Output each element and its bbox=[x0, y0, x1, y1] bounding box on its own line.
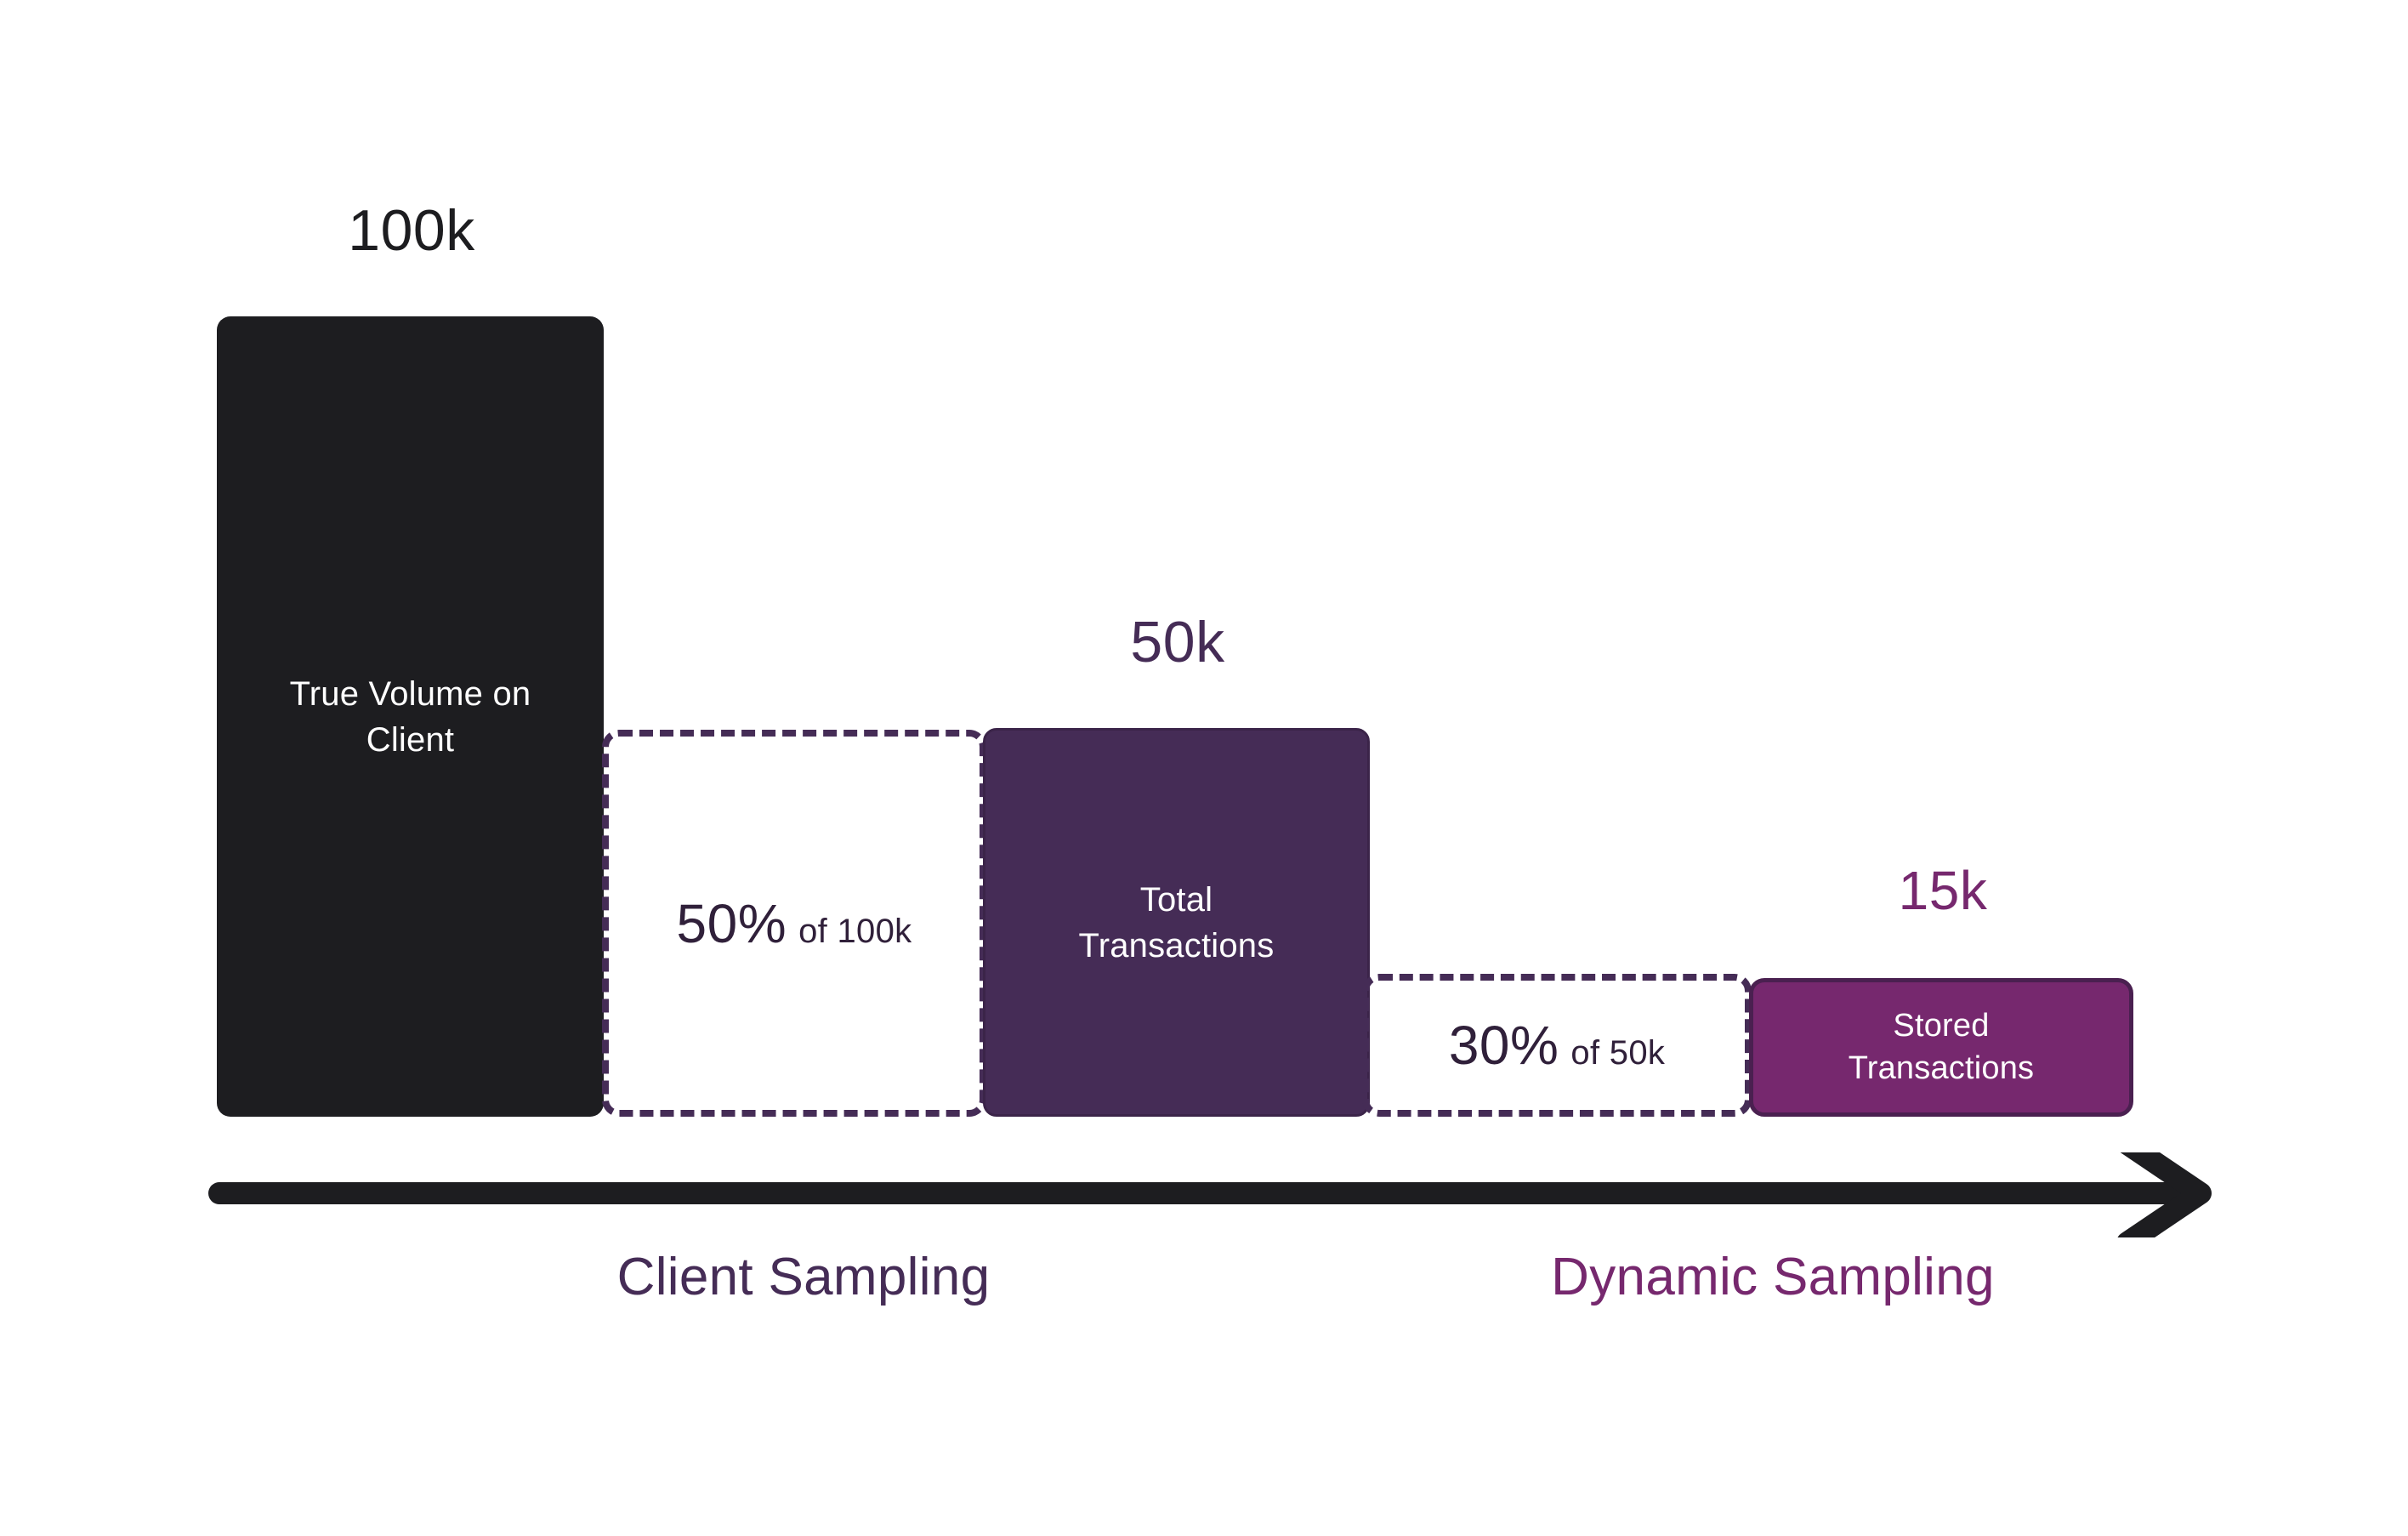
bar-stored-transactions: Stored Transactions bbox=[1749, 978, 2133, 1117]
sampling-rate-dynamic: 30% of 50k bbox=[1449, 1014, 1665, 1077]
value-caption-stored-transactions: 15k bbox=[1898, 860, 1988, 921]
bar-true-volume-on-client: True Volume on Client bbox=[217, 316, 604, 1117]
dashed-region-client-sampling: 50% of 100k bbox=[602, 730, 986, 1117]
sampling-rate-basis-dynamic: of 50k bbox=[1570, 1034, 1666, 1072]
sampling-rate-percent-client: 50% bbox=[676, 892, 787, 954]
sampling-rate-percent-dynamic: 30% bbox=[1448, 1015, 1559, 1076]
phase-label-dynamic-sampling: Dynamic Sampling bbox=[1551, 1248, 1995, 1306]
phase-label-client-sampling: Client Sampling bbox=[616, 1248, 991, 1306]
arrow-right-icon bbox=[208, 1152, 2212, 1237]
value-caption-total-transactions: 50k bbox=[1130, 610, 1225, 674]
bar-label-total-transactions: Total Transactions bbox=[1078, 880, 1275, 964]
bar-label-stored-transactions: Stored Transactions bbox=[1848, 1008, 2035, 1086]
bar-label-true-volume-on-client: True Volume on Client bbox=[289, 674, 531, 759]
value-caption-true-volume: 100k bbox=[348, 198, 475, 263]
sampling-rate-client: 50% of 100k bbox=[677, 892, 912, 955]
bar-total-transactions: Total Transactions bbox=[983, 728, 1370, 1117]
dashed-region-dynamic-sampling: 30% of 50k bbox=[1362, 974, 1752, 1117]
sampling-rate-basis-client: of 100k bbox=[798, 912, 912, 950]
